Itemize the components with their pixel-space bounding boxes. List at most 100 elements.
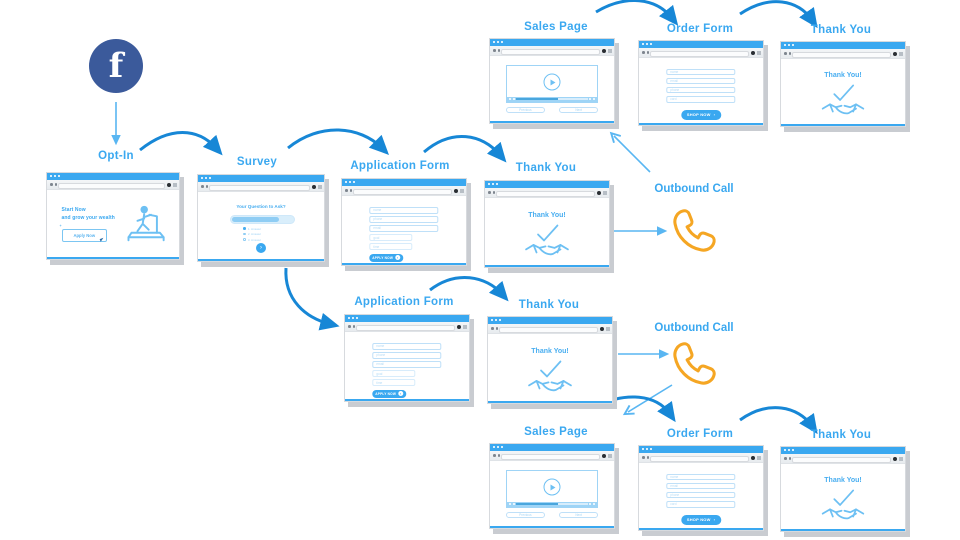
gear-icon[interactable] bbox=[457, 324, 461, 329]
form-field-time[interactable]: time bbox=[369, 243, 413, 250]
video-player[interactable] bbox=[506, 470, 598, 508]
menu-icon[interactable] bbox=[460, 188, 464, 193]
address-bar[interactable] bbox=[58, 182, 165, 189]
form-field-card[interactable]: card bbox=[666, 96, 736, 103]
menu-icon[interactable] bbox=[603, 190, 607, 195]
gear-icon[interactable] bbox=[893, 456, 897, 461]
form-field-email[interactable]: email bbox=[666, 77, 736, 85]
radio-icon[interactable] bbox=[243, 227, 246, 230]
nav-buttons[interactable] bbox=[784, 52, 791, 55]
menu-icon[interactable] bbox=[606, 326, 610, 331]
window-order-form-bottom[interactable]: name email phone card SHOP NOW › bbox=[638, 445, 768, 536]
form-field-email[interactable]: email bbox=[369, 225, 439, 232]
nav-buttons[interactable] bbox=[201, 185, 208, 188]
next-button[interactable]: Next bbox=[559, 511, 598, 519]
menu-icon[interactable] bbox=[608, 453, 612, 458]
window-thank-you-top[interactable]: Thank You! bbox=[780, 41, 910, 132]
settings-icon[interactable] bbox=[589, 98, 592, 101]
nav-buttons[interactable] bbox=[345, 189, 352, 192]
gear-icon[interactable] bbox=[600, 326, 604, 331]
apply-now-submit-button[interactable]: APPLY NOW › bbox=[372, 389, 407, 398]
shop-now-button[interactable]: SHOP NOW › bbox=[680, 514, 722, 525]
previous-button[interactable]: Previous bbox=[506, 106, 545, 114]
play-small-icon[interactable] bbox=[509, 503, 512, 506]
toolbar-right[interactable] bbox=[600, 326, 610, 331]
menu-icon[interactable] bbox=[757, 50, 761, 55]
video-scrubber[interactable] bbox=[507, 501, 597, 507]
form-field-phone[interactable]: phone bbox=[666, 86, 736, 94]
form-field-name[interactable]: name bbox=[369, 207, 439, 214]
survey-option[interactable]: 3. Answer bbox=[243, 238, 261, 242]
gear-icon[interactable] bbox=[602, 48, 606, 53]
survey-option[interactable]: 1. Answer bbox=[243, 227, 261, 231]
nav-buttons[interactable] bbox=[348, 325, 355, 328]
menu-icon[interactable] bbox=[899, 51, 903, 56]
toolbar-right[interactable] bbox=[602, 48, 612, 53]
survey-options[interactable]: 1. Answer 2. Answer 3. Answer bbox=[243, 227, 261, 244]
toolbar-right[interactable] bbox=[454, 188, 464, 193]
toolbar-right[interactable] bbox=[893, 51, 903, 56]
toolbar-right[interactable] bbox=[602, 453, 612, 458]
window-order-form-top[interactable]: name email phone card SHOP NOW › bbox=[638, 40, 768, 131]
radio-icon[interactable] bbox=[243, 238, 246, 241]
play-small-icon[interactable] bbox=[509, 98, 512, 101]
previous-button[interactable]: Previous bbox=[506, 511, 545, 519]
fullscreen-icon[interactable] bbox=[592, 503, 595, 506]
window-sales-page-top[interactable]: Previous Next bbox=[489, 38, 619, 129]
form-field-time[interactable]: time bbox=[372, 379, 416, 386]
window-optin[interactable]: Start Now and grow your wealth ✦ Apply N… bbox=[46, 172, 184, 265]
address-bar[interactable] bbox=[499, 326, 598, 333]
nav-buttons[interactable] bbox=[50, 183, 57, 186]
apply-now-submit-button[interactable]: APPLY NOW › bbox=[369, 253, 404, 262]
toolbar-right[interactable] bbox=[312, 184, 322, 189]
address-bar[interactable] bbox=[792, 51, 891, 58]
gear-icon[interactable] bbox=[751, 455, 755, 460]
address-bar[interactable] bbox=[650, 455, 749, 462]
nav-buttons[interactable] bbox=[493, 454, 500, 457]
form-field-name[interactable]: name bbox=[372, 343, 442, 350]
nav-buttons[interactable] bbox=[784, 457, 791, 460]
apply-now-button[interactable]: Apply Now bbox=[61, 228, 108, 242]
nav-buttons[interactable] bbox=[491, 327, 498, 330]
form-field-card[interactable]: card bbox=[666, 501, 736, 508]
form-field-name[interactable]: name bbox=[666, 473, 736, 481]
toolbar-right[interactable] bbox=[893, 456, 903, 461]
address-bar[interactable] bbox=[501, 48, 600, 55]
window-survey[interactable]: Your Question to Ask? 1. Answer 2. Answe… bbox=[197, 174, 329, 267]
form-field-phone[interactable]: phone bbox=[666, 491, 736, 499]
volume-icon[interactable] bbox=[512, 98, 515, 101]
menu-icon[interactable] bbox=[463, 324, 467, 329]
address-bar[interactable] bbox=[356, 324, 455, 331]
menu-icon[interactable] bbox=[608, 48, 612, 53]
toolbar-right[interactable] bbox=[751, 50, 761, 55]
form-field-goal[interactable]: goal bbox=[369, 234, 413, 241]
gear-icon[interactable] bbox=[597, 190, 601, 195]
nav-buttons[interactable] bbox=[642, 51, 649, 54]
form-field-email[interactable]: email bbox=[372, 361, 442, 368]
address-bar[interactable] bbox=[501, 453, 600, 460]
video-scrubber[interactable] bbox=[507, 96, 597, 102]
progress-track[interactable] bbox=[516, 503, 588, 506]
toolbar-right[interactable] bbox=[751, 455, 761, 460]
radio-icon[interactable] bbox=[243, 232, 246, 236]
settings-icon[interactable] bbox=[589, 503, 592, 506]
nav-buttons[interactable] bbox=[493, 49, 500, 52]
survey-next-button[interactable]: › bbox=[256, 243, 266, 254]
window-thank-you-bottom[interactable]: Thank You! bbox=[780, 446, 910, 537]
toolbar-right[interactable] bbox=[457, 324, 467, 329]
gear-icon[interactable] bbox=[602, 453, 606, 458]
play-icon[interactable] bbox=[543, 73, 561, 91]
gear-icon[interactable] bbox=[893, 51, 897, 56]
menu-icon[interactable] bbox=[318, 184, 322, 189]
menu-icon[interactable] bbox=[173, 182, 177, 187]
window-thank-you-2[interactable]: Thank You! bbox=[487, 316, 617, 409]
window-application-form-1[interactable]: name phone email goal time APPLY NOW › bbox=[341, 178, 471, 271]
nav-buttons[interactable] bbox=[488, 191, 495, 194]
form-field-name[interactable]: name bbox=[666, 68, 736, 76]
play-icon[interactable] bbox=[543, 478, 561, 496]
form-field-phone[interactable]: phone bbox=[372, 352, 442, 359]
form-field-email[interactable]: email bbox=[666, 482, 736, 490]
window-sales-page-bottom[interactable]: Previous Next bbox=[489, 443, 619, 534]
gear-icon[interactable] bbox=[312, 184, 316, 189]
video-player[interactable] bbox=[506, 65, 598, 103]
